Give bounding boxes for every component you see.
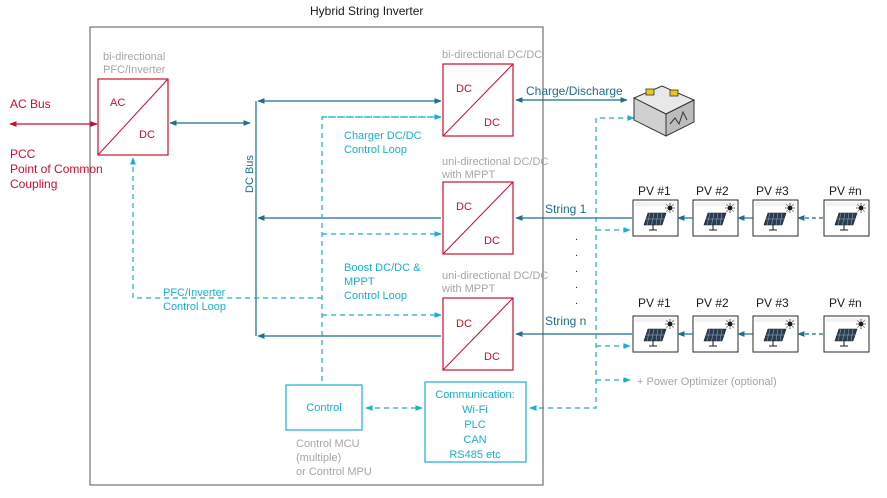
pfc-loop-arrow xyxy=(130,157,322,299)
pv-row1-label-n: PV #n xyxy=(829,184,862,198)
control-block xyxy=(285,384,363,431)
pv-row1-label-3: PV #3 xyxy=(756,184,789,198)
pv-row1-label-1: PV #1 xyxy=(638,184,671,198)
string-dots-5: . xyxy=(575,295,578,307)
pcc-label-3: Coupling xyxy=(10,177,57,191)
pv-panel-row1-2 xyxy=(692,199,739,237)
charger-loop-label-1: Charger DC/DC xyxy=(344,130,422,142)
pv-panel-row2-3 xyxy=(752,315,799,353)
pv-row2-label-n: PV #n xyxy=(829,296,862,310)
pcc-label-1: PCC xyxy=(10,147,36,161)
pv-panel-row2-1 xyxy=(632,315,679,353)
uni1-caption-1: uni-directional DC/DC xyxy=(442,156,548,168)
pcc-label-2: Point of Common xyxy=(10,162,103,176)
control-label: Control xyxy=(306,402,341,414)
pfc-bottom-label: DC xyxy=(139,129,155,141)
string1-label: String 1 xyxy=(545,202,587,216)
uni1-bottom-label: DC xyxy=(484,235,500,247)
string-dots-2: . xyxy=(575,247,578,259)
uni1-top-label: DC xyxy=(456,201,472,213)
control-caption-1: Control MCU xyxy=(296,438,360,450)
string-dots-1: . xyxy=(575,231,578,243)
comm-line-3: PLC xyxy=(464,419,485,431)
uni2-bottom-label: DC xyxy=(484,351,500,363)
uni2-caption-2: with MPPT xyxy=(441,283,495,295)
pfc-inverter-block: AC DC xyxy=(97,78,169,156)
charge-discharge-label: Charge/Discharge xyxy=(526,84,623,98)
pv-row2-label-1: PV #1 xyxy=(638,296,671,310)
pfc-caption-1: bi-directional xyxy=(103,51,165,63)
uni2-top-label: DC xyxy=(456,318,472,330)
pfc-top-label: AC xyxy=(110,97,125,109)
uni2-dcdc-block: DC DC xyxy=(442,297,514,371)
pv-row2-label-3: PV #3 xyxy=(756,296,789,310)
pv-row1-label-2: PV #2 xyxy=(696,184,729,198)
dc-bus-label: DC Bus xyxy=(244,155,256,193)
pv-panel-row1-1 xyxy=(632,199,679,237)
pv-row2-label-2: PV #2 xyxy=(696,296,729,310)
comm-line-4: CAN xyxy=(463,434,486,446)
pv-panel-row2-2 xyxy=(692,315,739,353)
communication-block xyxy=(424,381,527,463)
uni2-caption-1: uni-directional DC/DC xyxy=(442,270,548,282)
bidir-top-label: DC xyxy=(456,83,472,95)
uni1-caption-2: with MPPT xyxy=(441,169,495,181)
pfc-loop-label-1: PFC/Inverter xyxy=(163,287,226,299)
bidir-caption: bi-directional DC/DC xyxy=(442,49,542,61)
battery-icon xyxy=(632,85,696,137)
control-caption-3: or Control MPU xyxy=(296,466,372,478)
stringn-label: String n xyxy=(545,314,586,328)
comm-line-1: Communication: xyxy=(435,389,514,401)
comm-external-bus xyxy=(529,115,635,411)
boost-loop-label-1: Boost DC/DC & xyxy=(344,262,421,274)
boost-loop-label-2: MPPT xyxy=(344,276,375,288)
pv-panel-row1-3 xyxy=(752,199,799,237)
control-caption-2: (multiple) xyxy=(296,452,341,464)
optimizer-label: + Power Optimizer (optional) xyxy=(637,376,777,388)
charger-loop-line xyxy=(321,116,441,383)
bidir-bottom-label: DC xyxy=(484,117,500,129)
bidir-dcdc-block: DC DC xyxy=(442,63,514,137)
diagram-title: Hybrid String Inverter xyxy=(310,4,423,18)
comm-line-5: RS485 etc xyxy=(449,449,501,461)
boost-loop-label-3: Control Loop xyxy=(344,290,407,302)
string-dots-4: . xyxy=(575,279,578,291)
ac-bus-label: AC Bus xyxy=(10,97,51,111)
comm-line-2: Wi-Fi xyxy=(462,404,488,416)
pfc-loop-label-2: Control Loop xyxy=(163,301,226,313)
charger-loop-label-2: Control Loop xyxy=(344,144,407,156)
string-dots-3: . xyxy=(575,263,578,275)
pv-panel-row2-n xyxy=(823,315,870,353)
pv-panel-row1-n xyxy=(823,199,870,237)
uni1-dcdc-block: DC DC xyxy=(442,181,514,255)
pfc-caption-2: PFC/Inverter xyxy=(103,64,166,76)
